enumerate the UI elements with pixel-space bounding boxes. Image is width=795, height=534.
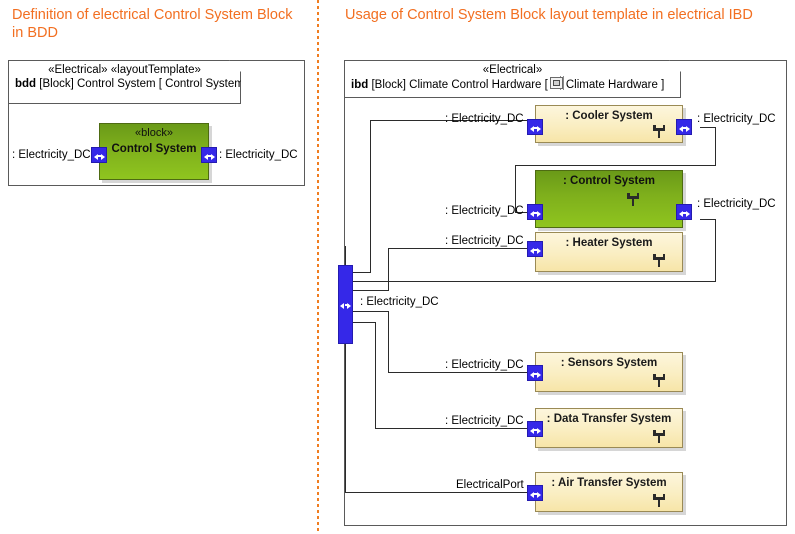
part-cooler-right-port-icon[interactable] — [676, 119, 692, 135]
connector-cooler-out-seg3 — [515, 165, 716, 166]
part-cooler-right-port-label: : Electricity_DC — [697, 113, 776, 125]
part-heater-system-name: : Heater System — [565, 237, 653, 249]
connector-control-out-seg1 — [700, 219, 716, 220]
block-diagram-icon — [550, 77, 564, 90]
connector-cooler-seg1 — [353, 272, 371, 273]
connector-control-out-seg3 — [353, 281, 716, 282]
bdd-kind-keyword: bdd — [15, 78, 37, 90]
part-sensors-system-name: : Sensors System — [560, 357, 658, 369]
bdd-right-port-label: : Electricity_DC — [219, 149, 298, 161]
connector-cooler-seg2 — [370, 120, 371, 273]
bdd-block-stereotype: «block» — [135, 127, 173, 139]
connector-air-seg1 — [345, 344, 346, 492]
part-sensors-system[interactable]: : Sensors System — [535, 352, 683, 392]
part-data-transfer-system[interactable]: : Data Transfer System — [535, 408, 683, 448]
connector-cooler-out-seg2 — [715, 127, 716, 166]
connector-heater-seg1 — [353, 290, 389, 291]
bdd-left-port-label: : Electricity_DC — [12, 149, 91, 161]
bdd-title-text: [Block] Control System [ Control System … — [39, 78, 251, 90]
part-heater-system[interactable]: : Heater System — [535, 232, 683, 272]
boundary-proxy-port-icon[interactable] — [338, 265, 353, 344]
part-air-transfer-system-name: : Air Transfer System — [551, 477, 667, 489]
part-data-transfer-left-port-icon[interactable] — [527, 421, 543, 437]
bdd-stereotypes: «Electrical» «layoutTemplate» — [48, 64, 201, 76]
ibd-title-prefix: [Block] Climate Control Hardware [ — [371, 79, 548, 91]
connector-air-seg2 — [345, 492, 533, 493]
bdd-frame-header: «Electrical» «layoutTemplate» bdd [Block… — [8, 60, 241, 104]
bdd-block-name: Control System — [111, 143, 197, 155]
part-control-system-name: : Control System — [562, 175, 655, 187]
connector-cooler-out-seg4 — [515, 165, 516, 213]
part-control-left-port-icon[interactable] — [527, 204, 543, 220]
part-cooler-system-name: : Cooler System — [565, 110, 653, 122]
ibd-kind-keyword: ibd — [351, 79, 369, 91]
part-data-transfer-left-port-label: : Electricity_DC — [445, 415, 524, 427]
part-heater-left-port-label: : Electricity_DC — [445, 235, 524, 247]
bdd-diagram-frame: «Electrical» «layoutTemplate» bdd [Block… — [8, 60, 305, 186]
ibd-title-suffix: Climate Hardware ] — [565, 79, 665, 91]
ibd-stereotypes: «Electrical» — [482, 64, 543, 76]
bdd-left-proxy-port-icon[interactable] — [91, 147, 107, 163]
connector-sensors-seg2 — [388, 311, 389, 373]
ibd-frame-title: ibd [Block] Climate Control Hardware [ Cl… — [345, 77, 680, 93]
bdd-block-control-system[interactable]: «block» Control System — [99, 123, 209, 180]
part-control-left-port-label: : Electricity_DC — [445, 205, 524, 217]
connector-control-out-seg2 — [715, 219, 716, 282]
bdd-right-proxy-port-icon[interactable] — [201, 147, 217, 163]
connector-cooler-out-seg5 — [515, 212, 533, 213]
connector-sensors-seg1 — [353, 311, 389, 312]
part-air-transfer-left-port-label: ElectricalPort — [456, 479, 524, 491]
connector-data-seg1 — [353, 322, 376, 323]
rake-icon — [652, 125, 666, 138]
ibd-frame-header: «Electrical» ibd [Block] Climate Control… — [344, 60, 681, 98]
part-control-right-port-label: : Electricity_DC — [697, 198, 776, 210]
connector-rail-top-stub — [345, 246, 346, 266]
part-data-transfer-system-name: : Data Transfer System — [546, 413, 672, 425]
part-control-right-port-icon[interactable] — [676, 204, 692, 220]
connector-heater-seg3 — [388, 248, 533, 249]
rake-icon — [626, 193, 640, 206]
bdd-panel-caption: Definition of electrical Control System … — [12, 7, 293, 41]
connector-heater-seg2 — [388, 248, 389, 291]
rake-icon — [652, 494, 666, 507]
rake-icon — [652, 374, 666, 387]
part-sensors-left-port-icon[interactable] — [527, 365, 543, 381]
bdd-frame-title: bdd [Block] Control System [ Control Sys… — [9, 77, 240, 92]
part-heater-left-port-icon[interactable] — [527, 241, 543, 257]
part-cooler-left-port-label: : Electricity_DC — [445, 113, 524, 125]
connector-data-seg3 — [375, 428, 533, 429]
part-cooler-left-port-icon[interactable] — [527, 119, 543, 135]
rake-icon — [652, 254, 666, 267]
connector-cooler-out-seg1 — [700, 127, 716, 128]
part-air-transfer-left-port-icon[interactable] — [527, 485, 543, 501]
connector-sensors-seg3 — [388, 372, 533, 373]
panel-divider — [317, 0, 319, 534]
ibd-panel-caption: Usage of Control System Block layout tem… — [345, 7, 753, 23]
part-control-system[interactable]: : Control System — [535, 170, 683, 228]
connector-cooler-seg3 — [370, 120, 533, 121]
connector-data-seg2 — [375, 322, 376, 429]
rake-icon — [652, 430, 666, 443]
part-sensors-left-port-label: : Electricity_DC — [445, 359, 524, 371]
boundary-port-label: : Electricity_DC — [360, 296, 439, 308]
part-cooler-system[interactable]: : Cooler System — [535, 105, 683, 143]
part-air-transfer-system[interactable]: : Air Transfer System — [535, 472, 683, 512]
